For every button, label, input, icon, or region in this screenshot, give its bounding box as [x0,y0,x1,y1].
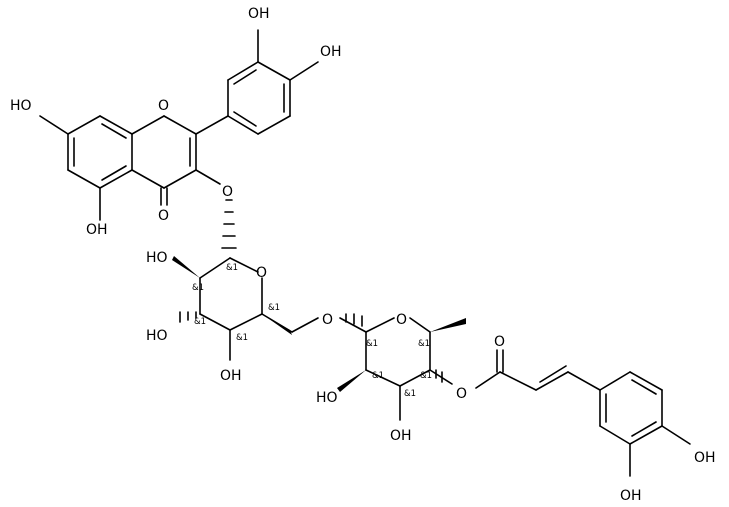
label-o-ring-glc: O [256,265,267,281]
label-o-glyco3: O [222,184,233,200]
atom-labels: OH OH O HO OH O O HO O HO OH O O HO OH O… [10,6,716,504]
stereo-label: &1 [418,339,430,349]
label-oh-a5: OH [86,222,108,238]
label-oh-glc4: OH [220,368,242,384]
stereo-label: &1 [226,263,238,273]
label-oh-glc2: HO [146,250,168,266]
label-o-ring-rha: O [396,312,407,328]
label-oh-a7: HO [10,98,32,114]
label-oh-caf4: OH [694,450,716,466]
hash-bond-rha4 [435,369,443,383]
stereo-label: &1 [372,371,384,381]
label-o-ring-c: O [158,98,169,114]
label-o-keto: O [158,208,169,224]
label-oh-b3: OH [248,6,270,22]
label-oh-rha3: OH [390,428,412,444]
stereo-label: &1 [194,317,206,327]
wedge-glc2 [172,256,200,278]
label-o-ester: O [456,386,467,402]
wedge-rha2 [337,370,366,392]
stereo-label: &1 [366,339,378,349]
hash-bond-rha1 [345,313,363,327]
hash-bond-glc3 [179,311,197,323]
stereo-bonds [172,199,466,392]
wedge-glc5 [262,314,292,335]
bond-lines [39,29,691,477]
hash-bond-glyco [221,199,237,249]
stereo-label: &1 [192,283,204,293]
wedge-rha-methyl [430,318,466,332]
label-oh-b4: OH [320,44,342,60]
label-oh-glc3: HO [146,328,168,344]
stereo-label: &1 [420,371,432,381]
stereo-label: &1 [404,389,416,399]
label-oh-caf3: OH [620,488,642,504]
stereo-labels: &1 &1 &1 &1 &1 &1 &1 &1 &1 &1 [192,263,432,399]
label-o-ester-co: O [494,334,505,350]
stereo-label: &1 [268,303,280,313]
stereo-label: &1 [236,333,248,343]
label-oh-rha2: HO [316,390,338,406]
label-o-link6: O [322,312,333,328]
